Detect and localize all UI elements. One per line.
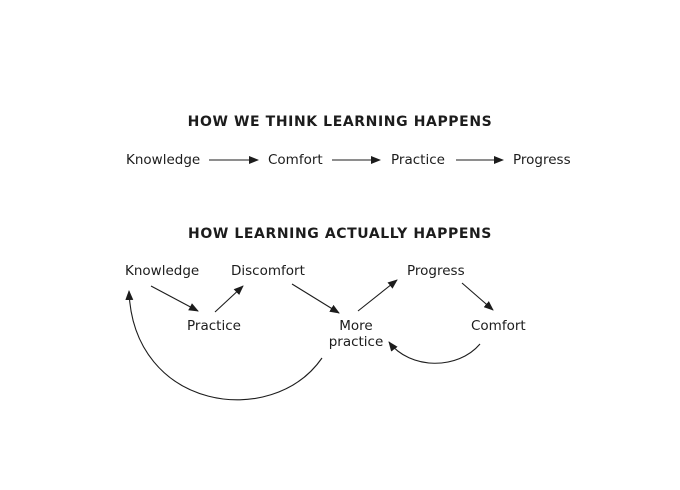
- section1-node-comfort: Comfort: [268, 152, 323, 168]
- section2-node-practice: Practice: [187, 318, 241, 334]
- arrow-practice-to-discomfort: [214, 285, 244, 313]
- arrow-progress-to-comfort: [461, 282, 494, 311]
- section2-node-knowledge: Knowledge: [125, 263, 200, 279]
- section1-node-progress: Progress: [513, 152, 571, 168]
- section2-node-comfort: Comfort: [471, 318, 526, 334]
- arrow-discomfort-to-more-practice: [291, 283, 340, 314]
- arrow-knowledge-to-practice: [150, 285, 199, 312]
- section1-title: HOW WE THINK LEARNING HAPPENS: [187, 114, 493, 130]
- more-practice-line1: More: [339, 318, 373, 334]
- section2-node-more-practice: More practice: [326, 318, 386, 350]
- section1-node-knowledge: Knowledge: [126, 152, 201, 168]
- section2-node-discomfort: Discomfort: [231, 263, 305, 279]
- section2-node-progress: Progress: [407, 263, 465, 279]
- more-practice-line2: practice: [328, 334, 384, 350]
- section1-node-practice: Practice: [391, 152, 445, 168]
- arrow-more-practice-to-progress: [357, 279, 398, 312]
- arrow-comfort-back-to-more-practice: [388, 341, 481, 364]
- arrow-more-practice-back-to-knowledge: [125, 290, 323, 401]
- section2-title: HOW LEARNING ACTUALLY HAPPENS: [188, 226, 492, 242]
